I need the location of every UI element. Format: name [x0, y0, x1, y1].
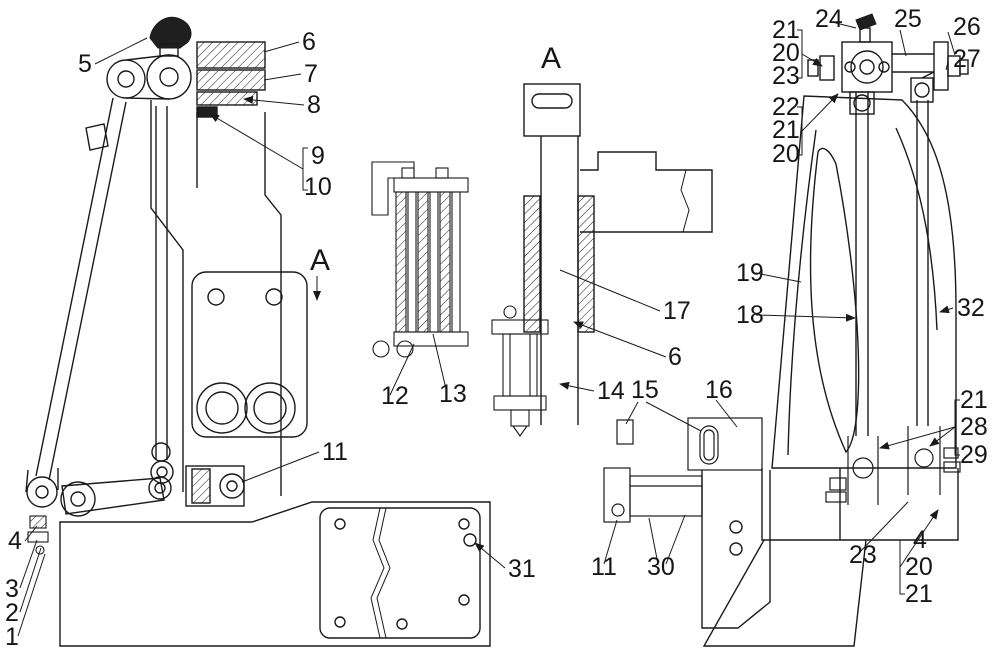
callout-15: 15: [631, 376, 659, 404]
callout-20a: 20: [772, 39, 800, 67]
leader-lines: [17, 21, 960, 637]
callout-7: 7: [304, 60, 318, 88]
callout-11b: 11: [591, 553, 617, 581]
callout-19: 19: [736, 259, 764, 287]
left-nut-stack: [819, 55, 835, 81]
long-tie-rod-left: [849, 91, 875, 436]
break-line: [370, 507, 385, 639]
lower-bracket: [616, 417, 763, 471]
callout-11: 11: [322, 438, 348, 466]
hole-part-31: [463, 533, 477, 547]
callout-18: 18: [736, 301, 764, 329]
hatched-bushing-stack: [196, 41, 266, 118]
callout-9: 9: [311, 142, 325, 170]
small-fasteners: [27, 515, 49, 555]
bottom-clevis-right: [907, 426, 961, 495]
callout-4: 4: [8, 527, 22, 555]
callout-21c: 21: [960, 386, 988, 414]
cylinder-assembly: [603, 467, 703, 523]
callout-6: 6: [302, 28, 316, 56]
main-housing-body: [150, 100, 308, 496]
callout-20b: 20: [772, 140, 800, 168]
right-view-drawing: [702, 13, 969, 647]
callout-10: 10: [304, 173, 332, 201]
right-base-plate: [761, 468, 959, 541]
callout-21b: 21: [772, 116, 800, 144]
callout-22: 22: [772, 93, 800, 121]
callout-30: 30: [647, 553, 675, 581]
left-view-drawing: [25, 16, 491, 647]
section-view-title: A: [541, 42, 561, 75]
callout-26: 26: [953, 13, 981, 41]
break-line: [376, 507, 391, 639]
callout-14: 14: [597, 377, 625, 405]
callout-29: 29: [960, 441, 988, 469]
right-tail-plate: [702, 539, 867, 647]
bolt-part-15: [616, 419, 634, 445]
break-line: [680, 169, 690, 233]
top-bracket: [523, 83, 581, 137]
hatched-disc-stack: [371, 161, 469, 358]
top-bolt-part-24: [855, 13, 877, 31]
callout-24: 24: [815, 5, 843, 33]
top-clamp-part: [149, 16, 192, 49]
callout-32: 32: [957, 294, 985, 322]
top-arm: [892, 41, 969, 91]
callout-21a: 21: [772, 16, 800, 44]
section-mark-a: A: [310, 244, 330, 277]
upper-right-arm: [580, 151, 713, 233]
gasket-plate: [319, 507, 481, 639]
callout-25: 25: [894, 5, 922, 33]
callout-23b: 23: [849, 541, 877, 569]
tail-plate: [701, 470, 771, 629]
mounting-arm-bracket: [371, 161, 415, 216]
callout-31: 31: [508, 555, 536, 583]
callout-13: 13: [439, 380, 467, 408]
vertical-rod: [150, 106, 174, 484]
callout-12: 12: [381, 382, 409, 410]
rocker-lever: [106, 54, 192, 100]
callout-labels: 5 6 7 8 9 10 A 11 31 4 3 2 1 A 17 6 14 1…: [5, 5, 988, 651]
section-view-a-drawing: [371, 83, 771, 629]
valve-plunger: [491, 305, 549, 437]
base-mounting-plate: [59, 501, 491, 647]
callout-4b: 4: [913, 526, 927, 554]
top-clevis: [807, 41, 893, 93]
callout-23a: 23: [772, 62, 800, 90]
bottom-lever-cluster: [60, 442, 245, 517]
callout-17: 17: [663, 297, 691, 325]
callout-16: 16: [705, 376, 733, 404]
callout-21d: 21: [905, 580, 933, 608]
diagonal-tie-rod: [25, 97, 127, 508]
callout-8: 8: [307, 91, 321, 119]
callout-28: 28: [960, 413, 988, 441]
callout-5: 5: [78, 50, 92, 78]
end-plate-part-27: [933, 41, 949, 91]
callout-1: 1: [5, 623, 19, 651]
large-body: [771, 95, 957, 469]
callout-27: 27: [953, 45, 981, 73]
callout-20c: 20: [905, 553, 933, 581]
clamp-bolt: [159, 43, 179, 57]
callout-3: 3: [5, 575, 19, 603]
central-column: [523, 136, 595, 425]
callout-2: 2: [5, 599, 19, 627]
callout-6b: 6: [668, 343, 682, 371]
bottom-clevis-left: [825, 436, 879, 505]
long-tie-rod-right: [910, 71, 935, 426]
